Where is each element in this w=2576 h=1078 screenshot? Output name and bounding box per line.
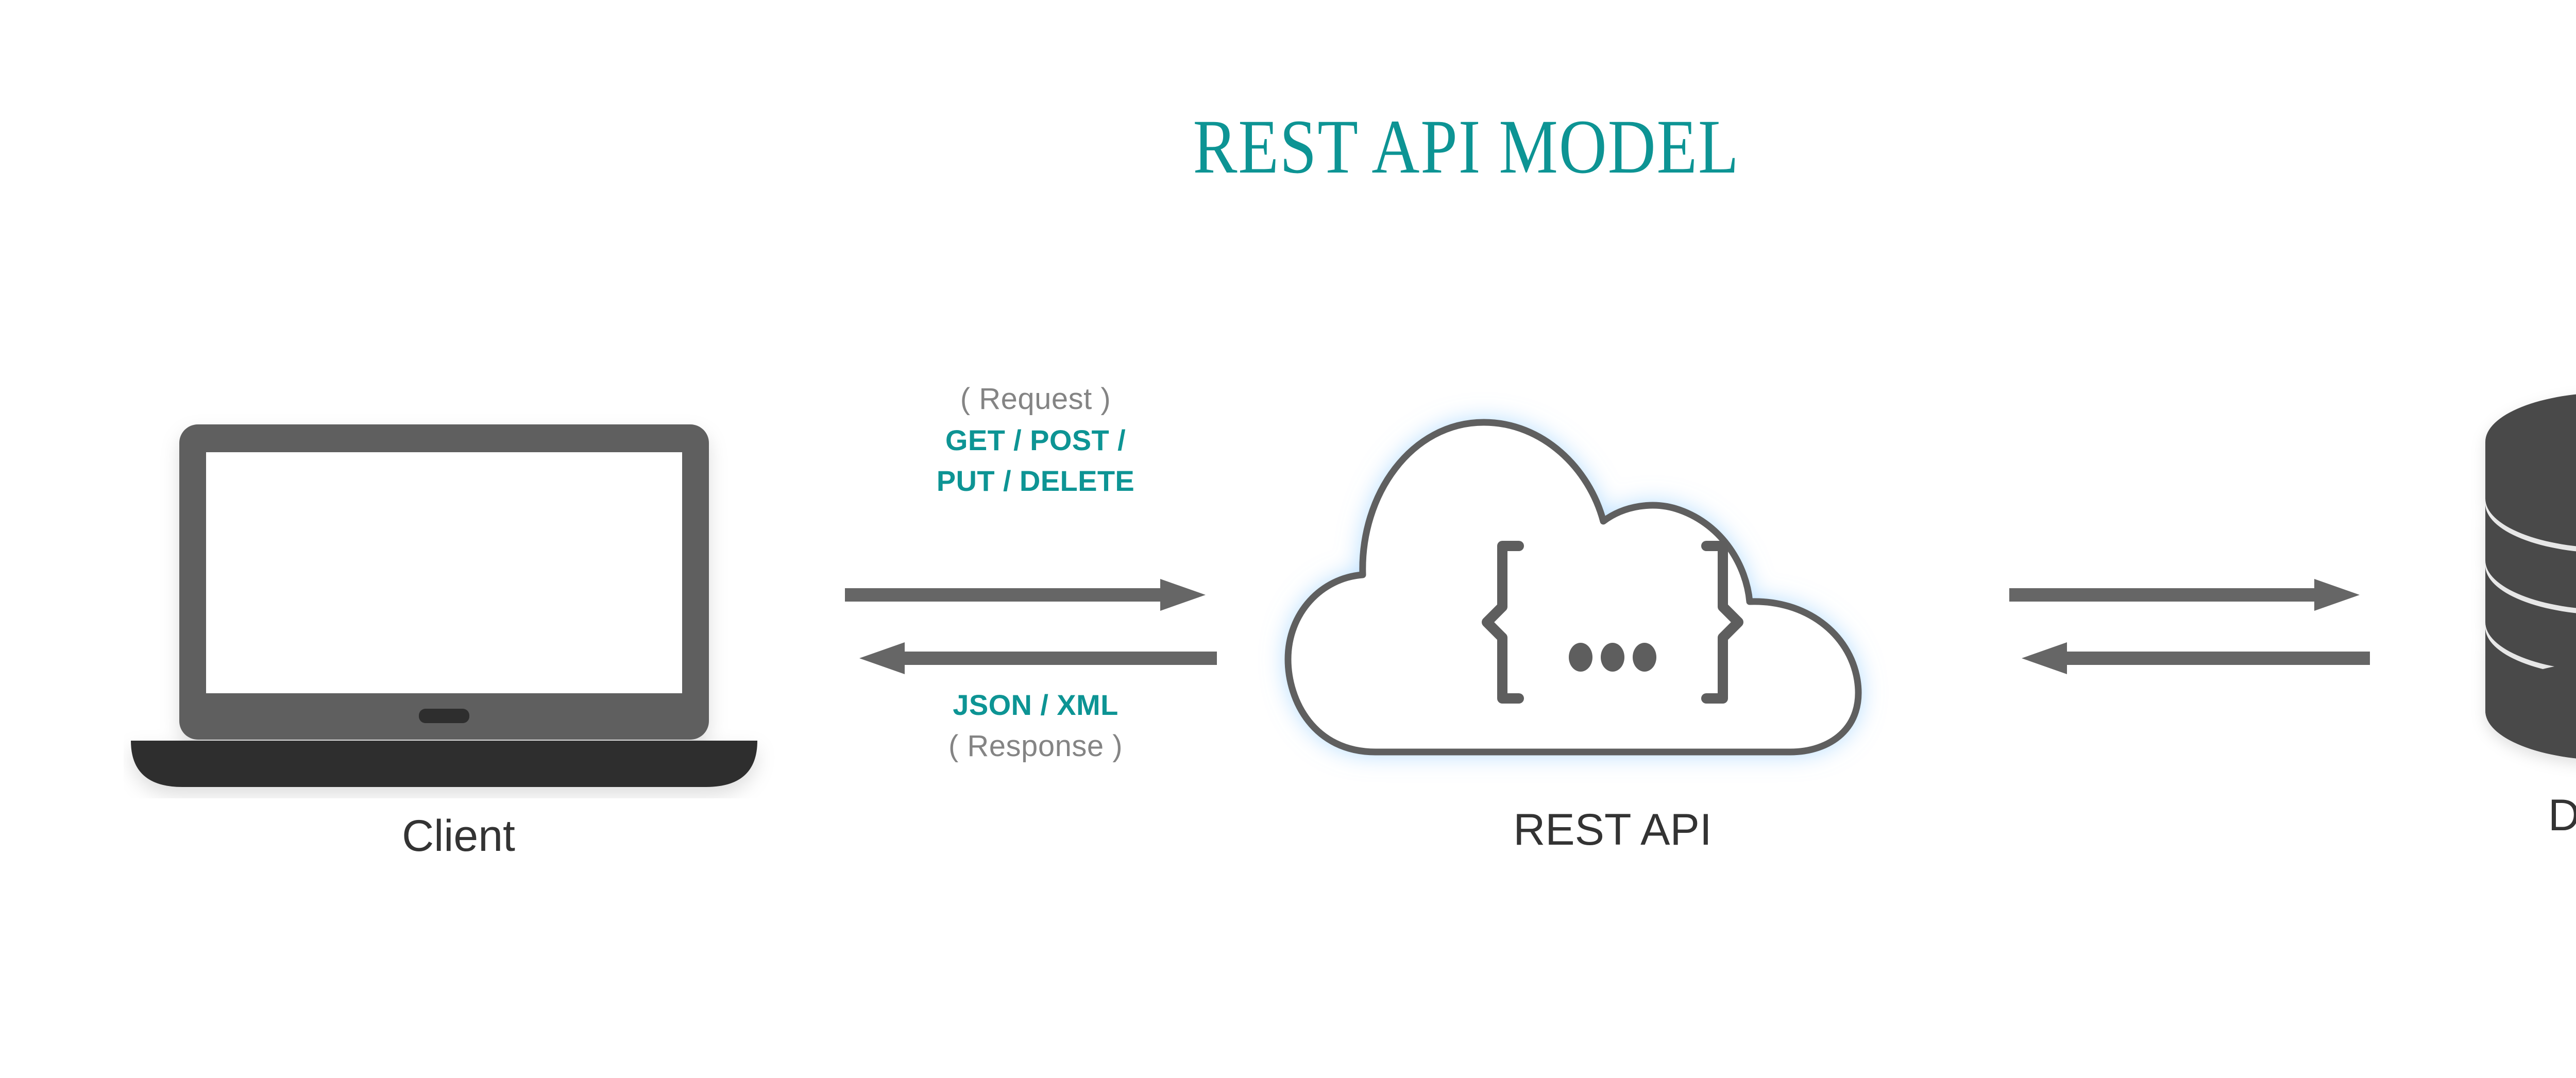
request-label-group: ( Request ) GET / POST / PUT / DELETE bbox=[824, 382, 1247, 498]
request-methods-line-2: PUT / DELETE bbox=[936, 465, 1135, 498]
arrow-request-right bbox=[845, 579, 1206, 611]
node-client[interactable]: Client bbox=[124, 407, 793, 858]
node-label-database: Database bbox=[2548, 791, 2576, 840]
page-title: REST API MODEL bbox=[1193, 104, 1740, 190]
node-rest-api[interactable]: REST API bbox=[1257, 391, 1968, 852]
node-database[interactable]: Database bbox=[2452, 381, 2576, 837]
node-label-rest-api: REST API bbox=[1513, 805, 1712, 854]
response-formats: JSON / XML bbox=[953, 689, 1118, 721]
response-label-group: JSON / XML ( Response ) bbox=[824, 690, 1247, 761]
arrow-from-database-left bbox=[2022, 642, 2370, 674]
arrows-api-database bbox=[2009, 556, 2380, 700]
laptop-icon bbox=[131, 424, 757, 787]
node-label-client: Client bbox=[402, 811, 515, 861]
database-cylinder-icon bbox=[2485, 394, 2576, 759]
arrow-to-database-right bbox=[2009, 579, 2360, 611]
cloud-icon bbox=[1284, 419, 1862, 756]
request-caption: ( Request ) bbox=[960, 382, 1111, 416]
curly-braces-glyph bbox=[1482, 541, 1743, 704]
arrow-response-left bbox=[859, 642, 1217, 674]
arrows-client-api bbox=[845, 556, 1226, 700]
request-methods-line-1: GET / POST / bbox=[945, 424, 1126, 457]
response-caption: ( Response ) bbox=[948, 729, 1123, 763]
ellipsis-dots-glyph bbox=[1569, 643, 1656, 672]
